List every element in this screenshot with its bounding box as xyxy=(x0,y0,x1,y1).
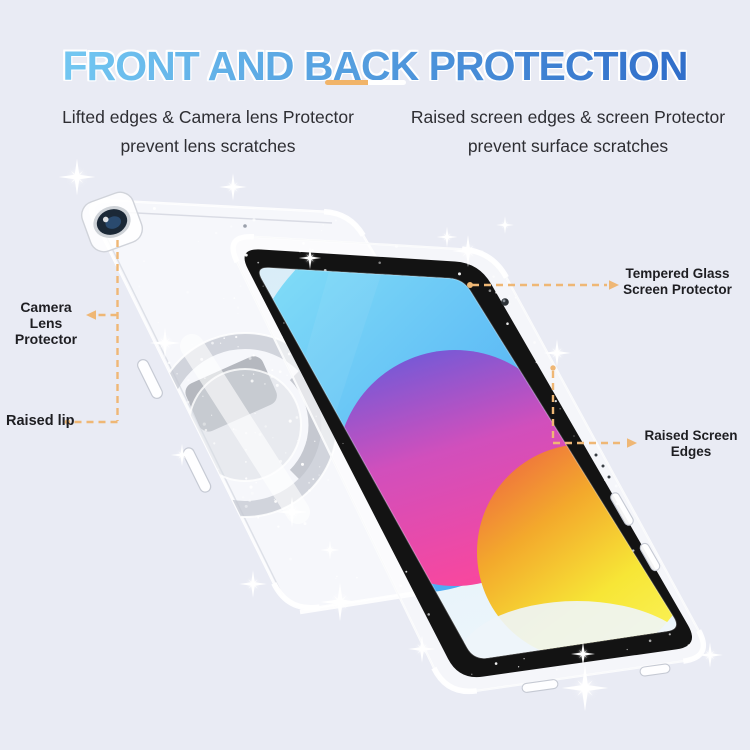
label-tempered-glass-line1: Tempered Glass xyxy=(625,266,730,281)
ring-stand xyxy=(152,332,338,524)
feature-text-back-line1: Lifted edges & Camera lens Protector xyxy=(62,107,354,127)
tempered-glass-callout-dot xyxy=(467,282,473,288)
label-camera-line2: Lens Protector xyxy=(14,315,78,347)
speaker-dots xyxy=(594,453,611,479)
front-case-bottom-bump-2 xyxy=(639,663,671,677)
front-case-side-button-2 xyxy=(639,542,661,572)
raised-edges-callout-arrow xyxy=(627,438,637,448)
sparkle-icon xyxy=(437,227,458,248)
label-camera-line1: Camera xyxy=(20,299,72,315)
label-tempered-glass: Tempered Glass Screen Protector xyxy=(615,266,740,298)
label-raised-edges-line1: Raised Screen xyxy=(644,428,738,443)
callout-lines xyxy=(72,240,625,445)
back-case-mic-hole xyxy=(243,224,247,228)
front-camera-glint xyxy=(502,299,506,303)
sparkle-icon xyxy=(59,159,96,196)
raised-edges-callout-line xyxy=(551,371,625,445)
label-camera-lens-protector: Camera Lens Protector xyxy=(2,299,90,347)
feature-text-back-line2: prevent lens scratches xyxy=(120,136,296,156)
camera-lens-inner xyxy=(105,216,122,229)
raised-edges-callout-dot xyxy=(550,365,556,371)
front-camera-dot xyxy=(501,298,509,306)
sparkle-icon xyxy=(496,216,514,234)
back-case-power-button xyxy=(182,447,212,493)
wallpaper-glass-reflection xyxy=(457,601,677,659)
camera-lens-highlight xyxy=(102,216,109,223)
feature-text-front-line2: prevent surface scratches xyxy=(467,136,669,156)
callout-line-markers xyxy=(64,280,637,448)
camera-module xyxy=(80,191,144,253)
sparkle-icon xyxy=(219,173,246,200)
label-raised-lip-text: Raised lip xyxy=(6,413,75,429)
feature-text-front: Raised screen edges & screen Protector p… xyxy=(392,103,744,161)
back-case-corner-tr xyxy=(323,208,366,237)
label-raised-lip: Raised lip xyxy=(6,413,76,429)
feature-text-back: Lifted edges & Camera lens Protector pre… xyxy=(28,103,388,161)
sparkle-icon xyxy=(239,570,266,597)
camera-callout-arrow xyxy=(86,310,96,320)
divider-white-segment xyxy=(368,80,406,85)
label-raised-edges: Raised Screen Edges xyxy=(629,428,750,460)
feature-text-front-line1: Raised screen edges & screen Protector xyxy=(410,107,726,127)
label-tempered-glass-line2: Screen Protector xyxy=(623,282,732,297)
screen-edge-highlight xyxy=(258,267,677,659)
raised-lip-callout-dot xyxy=(64,419,71,425)
ring-stand-strap xyxy=(180,334,310,524)
front-case-corner-bumpers xyxy=(230,234,706,695)
divider-orange-segment xyxy=(325,80,368,85)
tempered-glass-callout-arrow xyxy=(609,280,619,290)
front-case-bottom-bump-1 xyxy=(521,679,559,693)
title-divider xyxy=(325,80,406,85)
label-raised-edges-line2: Edges xyxy=(670,444,712,459)
front-case-side-button-1 xyxy=(610,492,634,526)
back-case-volume-button xyxy=(137,359,163,399)
